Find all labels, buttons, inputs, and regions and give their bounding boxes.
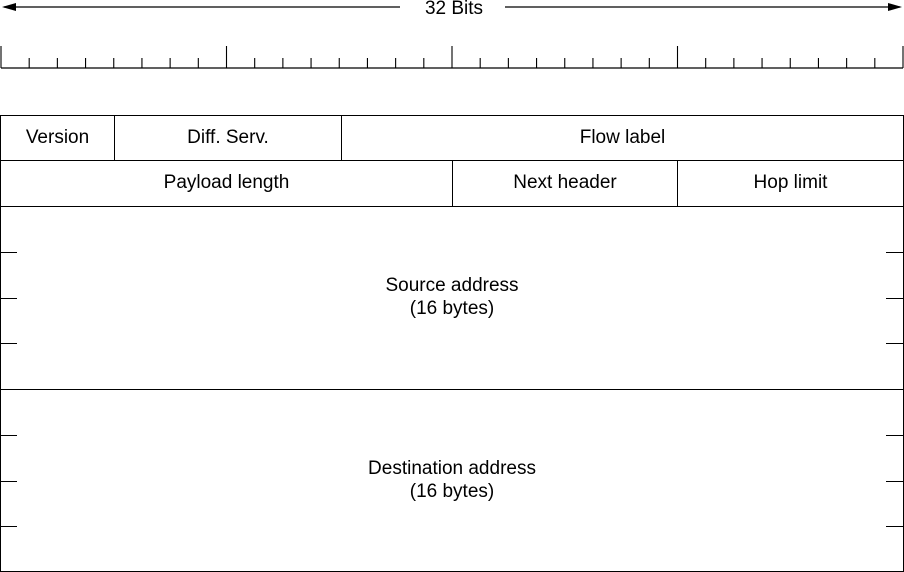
width-label: 32 Bits: [425, 0, 483, 19]
destination-address-size: (16 bytes): [409, 480, 495, 502]
flow-label-label: Flow label: [579, 126, 666, 148]
version-field: Version: [0, 115, 115, 161]
bit-ruler: [0, 46, 904, 69]
hop-limit-field: Hop limit: [677, 160, 904, 207]
payload-length-field: Payload length: [0, 160, 453, 207]
word-tick: [886, 526, 903, 527]
next-header-label: Next header: [513, 172, 617, 194]
word-tick: [886, 343, 903, 344]
next-header-field: Next header: [452, 160, 678, 207]
word-tick: [0, 343, 17, 344]
word-tick: [0, 526, 17, 527]
diff-serv-label: Diff. Serv.: [187, 126, 269, 148]
word-tick: [0, 252, 17, 253]
word-tick: [886, 435, 903, 436]
ruler-ticks: [0, 46, 904, 69]
source-address-size: (16 bytes): [409, 298, 495, 319]
version-label: Version: [25, 126, 90, 148]
payload-length-label: Payload length: [163, 172, 290, 194]
word-tick: [886, 252, 903, 253]
width-arrow: 32 Bits: [2, 0, 902, 19]
diff-serv-field: Diff. Serv.: [114, 115, 342, 161]
word-tick: [886, 481, 903, 482]
destination-address-label: Destination address: [368, 457, 536, 479]
word-tick: [0, 481, 17, 482]
flow-label-field: Flow label: [341, 115, 904, 161]
word-tick: [886, 298, 903, 299]
word-tick: [0, 435, 17, 436]
word-tick: [0, 298, 17, 299]
destination-address-field: Destination address (16 bytes): [0, 389, 904, 572]
hop-limit-label: Hop limit: [753, 172, 828, 194]
source-address-label: Source address: [385, 275, 519, 297]
source-address-field: Source address (16 bytes): [0, 206, 904, 390]
